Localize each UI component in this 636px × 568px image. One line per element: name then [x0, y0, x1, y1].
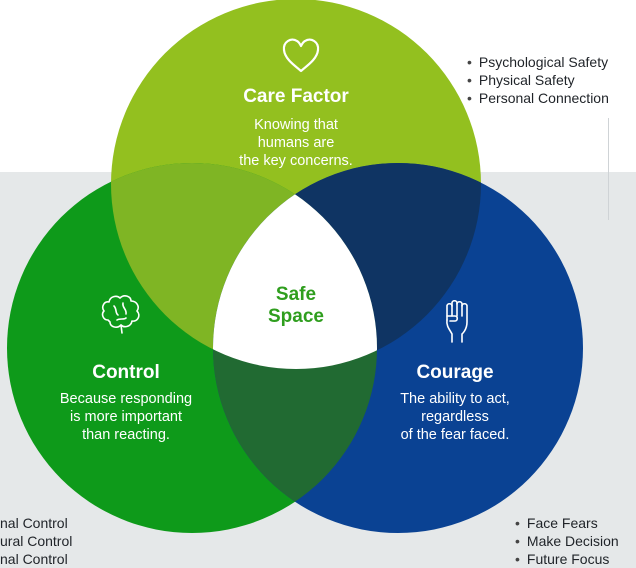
control-desc-line: than reacting.: [82, 427, 170, 443]
control-desc-line: is more important: [69, 409, 182, 425]
safe-space-line: Safe: [275, 284, 317, 305]
safe-space-region: [213, 163, 377, 369]
list-item: nal Control: [0, 551, 68, 567]
care-desc-line: humans are: [257, 135, 335, 151]
courage-desc-line: of the fear faced.: [400, 427, 510, 443]
list-item: Face Fears: [515, 514, 619, 532]
courage-title: Courage: [416, 362, 494, 383]
courage-desc-line: The ability to act,: [400, 391, 510, 407]
care-desc-line: the key concerns.: [239, 153, 353, 169]
care-factor-title: Care Factor: [243, 86, 349, 107]
courage-description: The ability to act, regardless of the fe…: [375, 390, 535, 444]
courage-desc-line: regardless: [421, 409, 489, 425]
brain-icon: [101, 295, 140, 334]
control-bullet-list: nal Control ural Control nal Control: [0, 514, 72, 568]
list-item: ural Control: [0, 533, 73, 549]
control-desc-line: Because responding: [59, 391, 193, 407]
raised-fist-icon: [446, 299, 468, 343]
safe-space-label: Safe Space: [246, 284, 346, 328]
divider: [608, 118, 609, 220]
list-item: Future Focus: [515, 550, 619, 568]
care-bullet-list: Psychological Safety Physical Safety Per…: [467, 53, 609, 107]
list-item: Psychological Safety: [467, 53, 609, 71]
list-item: Personal Connection: [467, 89, 609, 107]
list-item: nal Control: [0, 515, 68, 531]
list-item: Physical Safety: [467, 71, 609, 89]
safe-space-line: Space: [268, 306, 324, 327]
list-item: Make Decision: [515, 532, 619, 550]
care-desc-line: Knowing that: [254, 117, 338, 133]
control-description: Because responding is more important tha…: [46, 390, 206, 444]
control-title: Control: [92, 362, 160, 383]
courage-bullet-list: Face Fears Make Decision Future Focus: [515, 514, 619, 568]
heart-icon: [282, 38, 320, 73]
care-factor-description: Knowing that humans are the key concerns…: [196, 116, 396, 170]
